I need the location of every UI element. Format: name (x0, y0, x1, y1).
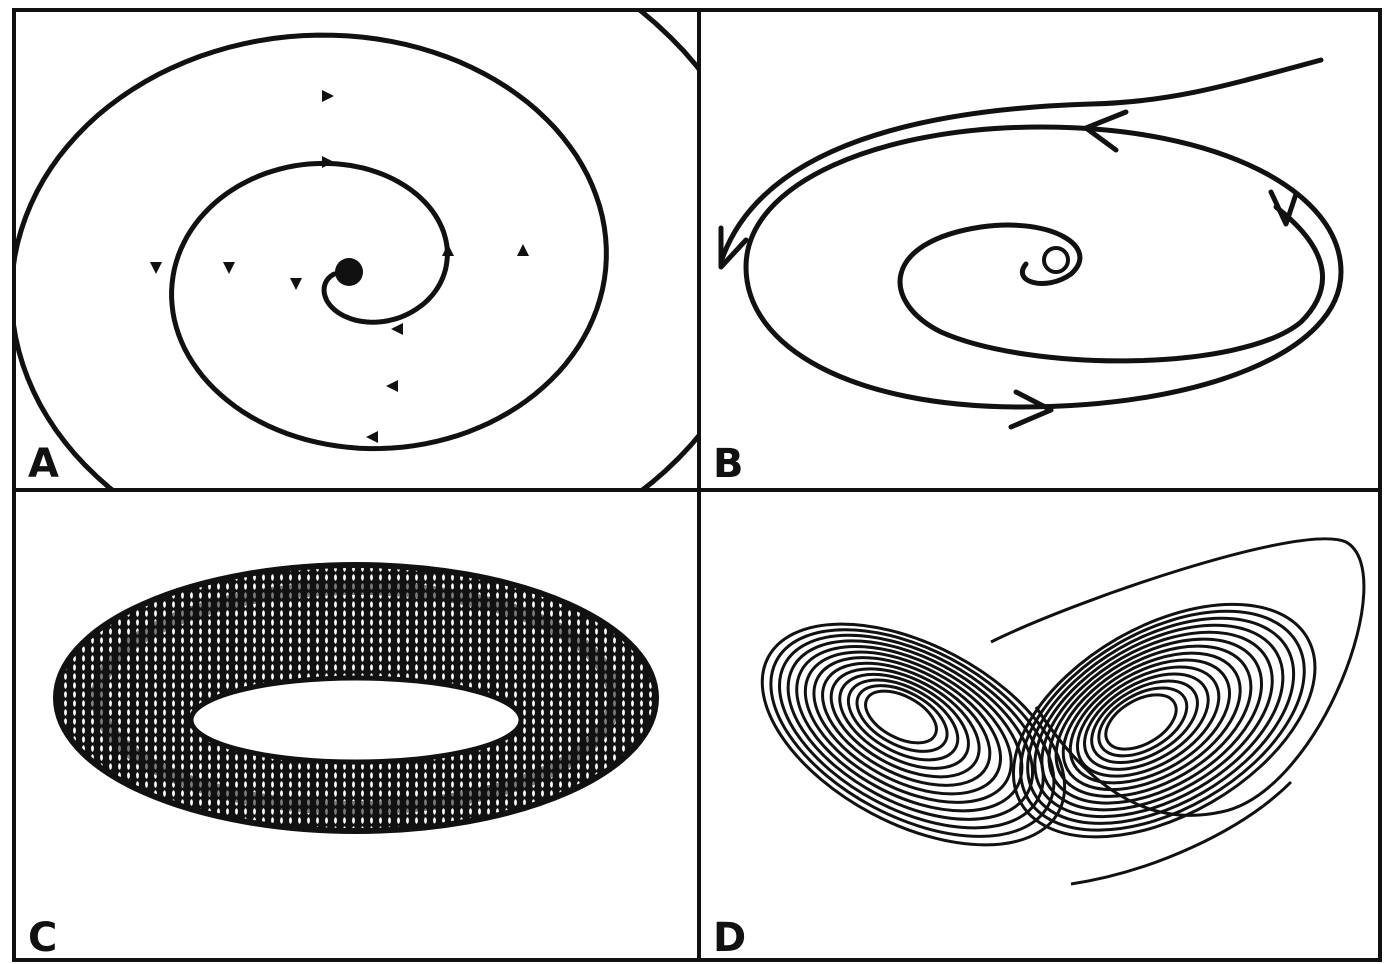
panel-label-a: A (28, 444, 59, 484)
panel-label-b: B (713, 444, 744, 484)
lorenz-loop (857, 680, 945, 753)
vertical-divider (697, 12, 701, 958)
limit-cycle-orbit (746, 127, 1341, 407)
lorenz-trajectory (726, 556, 1354, 890)
limit-cycle (701, 12, 1382, 488)
spiral-trajectory (16, 12, 697, 488)
fixed-point (335, 258, 363, 286)
lorenz-outer-trajectory (991, 539, 1364, 816)
attractor-figure: A B (12, 8, 1382, 962)
unstable-point (1044, 248, 1068, 272)
lorenz-loop (1002, 586, 1315, 857)
panel-a: A (16, 12, 697, 488)
lorenz-loop (726, 578, 1100, 890)
torus-attractor (16, 492, 697, 962)
horizontal-divider (16, 488, 1378, 492)
inner-spiral-trajectory (900, 207, 1322, 361)
trajectory-arrows (721, 112, 1296, 427)
panel-d: D (701, 492, 1382, 962)
panel-b: B (701, 12, 1382, 488)
spiral-point-attractor (16, 12, 697, 488)
panel-c: C (16, 492, 697, 962)
panel-label-d: D (713, 918, 746, 958)
outer-incoming-trajectory (721, 60, 1321, 262)
lorenz-attractor (701, 492, 1382, 962)
panel-label-c: C (28, 918, 57, 958)
lorenz-loop (983, 566, 1341, 875)
